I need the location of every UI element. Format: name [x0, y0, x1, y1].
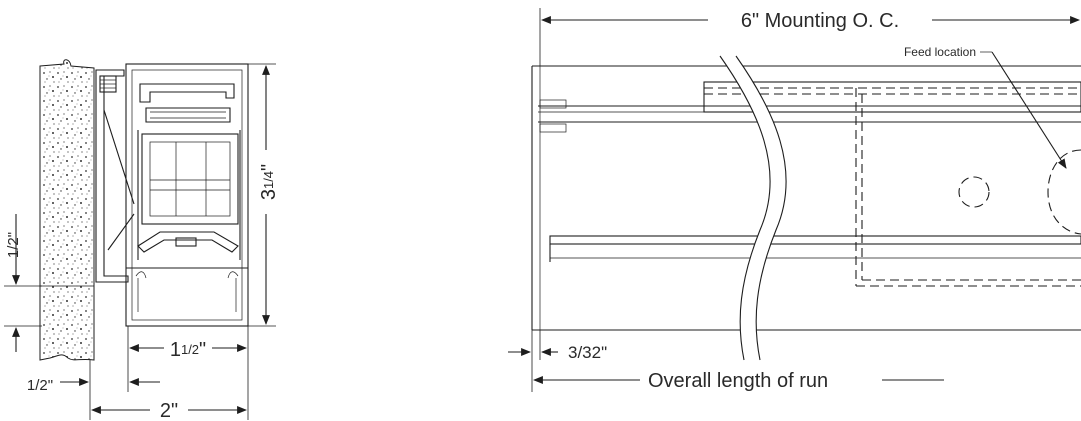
dim-upper-half-inch: ": [5, 232, 22, 237]
dim-offset-inch: ": [48, 377, 53, 394]
dim-height-inch: ": [258, 164, 280, 171]
dim-height-whole: 3: [258, 189, 280, 200]
wall-section: [39, 59, 95, 361]
feed-knockout: [1047, 149, 1081, 235]
dim-width-inner: 11/2": [127, 326, 249, 420]
section-view: 31/4" 1/2" 11/2": [4, 59, 280, 421]
gap-inch: ": [601, 343, 607, 362]
dim-width-inner-inch: ": [199, 339, 206, 361]
svg-text:3/32": 3/32": [568, 343, 607, 362]
dim-upper-half-fraction: 1/2: [5, 237, 22, 258]
feed-location-label: Feed location: [904, 45, 976, 59]
dim-width-inner-fraction: 1/2: [181, 342, 199, 357]
dim-height: 31/4": [248, 63, 280, 327]
dim-width-inner-whole: 1: [170, 339, 181, 361]
dim-offset-fraction: 1/2: [27, 377, 48, 394]
break-lines: [719, 55, 787, 361]
svg-text:31/4": 31/4": [258, 164, 280, 200]
dim-offset: 1/2": [27, 360, 160, 420]
dim-run: Overall length of run: [533, 370, 944, 392]
dim-gap: 3/32": [508, 330, 607, 392]
dim-total-width-label: 2": [160, 400, 178, 421]
feed-location-callout: Feed location: [904, 45, 1067, 169]
mounting-clip: [95, 69, 135, 283]
svg-text:1/2": 1/2": [5, 232, 22, 258]
knockout-circle: [958, 176, 990, 208]
dim-total-width: 2": [91, 400, 247, 421]
dim-mounting: 6" Mounting O. C.: [539, 8, 1080, 66]
elevation-view: 6" Mounting O. C. Feed location 3/32" Ov…: [508, 8, 1081, 392]
svg-text:11/2": 11/2": [170, 339, 206, 361]
dim-height-fraction: 1/4: [261, 171, 276, 189]
gap-fraction: 3/32: [568, 343, 601, 362]
extrusion-housing: [125, 63, 249, 327]
fixture-body: [531, 65, 1081, 331]
run-label: Overall length of run: [648, 370, 828, 392]
svg-text:1/2": 1/2": [27, 377, 53, 394]
mounting-label: 6" Mounting O. C.: [741, 10, 899, 32]
dim-upper-half: 1/2": [4, 214, 42, 352]
